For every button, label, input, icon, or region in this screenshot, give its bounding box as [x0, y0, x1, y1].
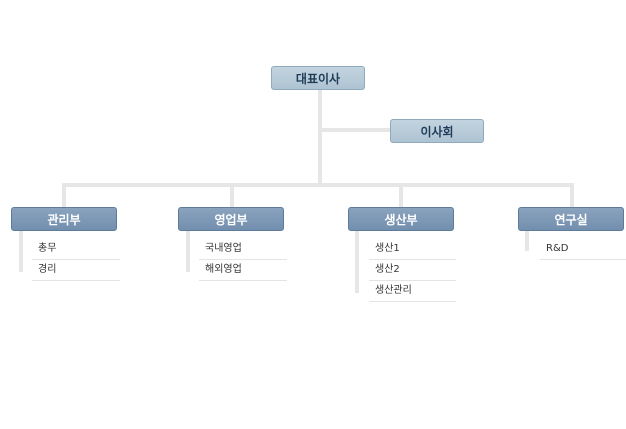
ceo-connector	[318, 89, 322, 185]
sub-connector-management	[19, 231, 23, 272]
dept-label: 영업부	[214, 212, 248, 227]
dept-drop-2	[230, 185, 234, 208]
sub-connector-sales	[186, 231, 190, 272]
dept-bus-connector	[62, 183, 574, 187]
dept-box-sales: 영업부	[178, 207, 284, 231]
board-box: 이사회	[390, 119, 484, 143]
ceo-label: 대표이사	[295, 71, 341, 86]
dept-drop-3	[399, 185, 403, 208]
sub-item: R&D	[540, 239, 626, 260]
sub-item: 경리	[32, 260, 120, 281]
sub-connector-research	[525, 231, 529, 251]
board-connector	[320, 128, 391, 132]
sub-item: 국내영업	[199, 239, 287, 260]
dept-label: 연구실	[554, 212, 588, 227]
sub-connector-production	[355, 231, 359, 293]
dept-box-research: 연구실	[518, 207, 624, 231]
dept-label: 생산부	[384, 212, 418, 227]
sub-item: 생산1	[369, 239, 456, 260]
dept-drop-4	[570, 185, 574, 208]
sub-item: 생산2	[369, 260, 456, 281]
dept-drop-1	[62, 185, 66, 208]
dept-box-management: 관리부	[11, 207, 117, 231]
board-label: 이사회	[420, 124, 454, 139]
sub-item: 생산관리	[369, 281, 456, 302]
sub-item: 총무	[32, 239, 120, 260]
dept-box-production: 생산부	[348, 207, 454, 231]
dept-label: 관리부	[47, 212, 81, 227]
ceo-box: 대표이사	[271, 66, 365, 90]
sub-item: 해외영업	[199, 260, 287, 281]
